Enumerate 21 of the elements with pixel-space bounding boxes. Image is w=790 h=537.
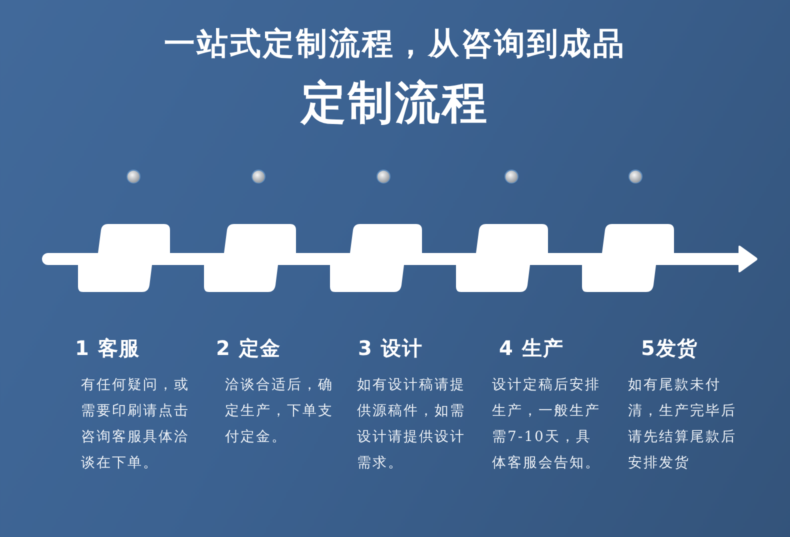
- connector-line: [422, 253, 456, 265]
- connector-line: [170, 253, 204, 265]
- step-description: 如有尾款未付清，生产完毕后请先结算尾款后安排发货: [628, 376, 738, 473]
- connector-line: [296, 253, 330, 265]
- step-title: 3 设计: [358, 336, 423, 360]
- step-title: 2 定金: [216, 336, 281, 360]
- connector-line: [548, 253, 582, 265]
- step-tile: [582, 224, 674, 292]
- step-title: 4 生产: [499, 336, 564, 360]
- step-description: 有任何疑问，或需要印刷请点击咨询客服具体洽谈在下单。: [81, 376, 190, 473]
- step-title: 1 客服: [75, 336, 140, 360]
- step-description: 如有设计稿请提供源稿件，如需设计请提供设计需求。: [357, 376, 466, 473]
- step-tile: [78, 224, 170, 292]
- title: 定制流程: [301, 76, 489, 130]
- step-tile: [456, 224, 548, 292]
- subtitle: 一站式定制流程，从咨询到成品: [164, 26, 626, 63]
- step-tile: [330, 224, 422, 292]
- step-description: 设计定稿后安排生产，一般生产需7-10天，具体客服会告知。: [492, 376, 602, 473]
- step-title: 5发货: [641, 336, 698, 360]
- step-description: 洽谈合适后，确定生产，下单支付定金。: [225, 376, 334, 447]
- step-tile: [204, 224, 296, 292]
